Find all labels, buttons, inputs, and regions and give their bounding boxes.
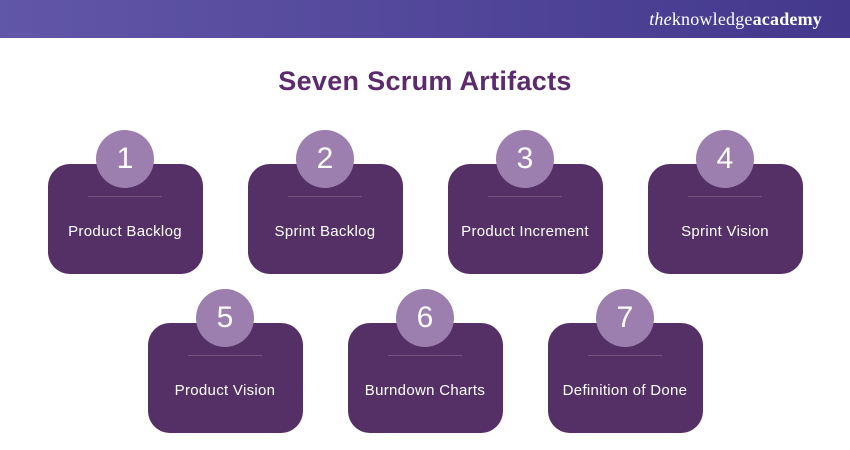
brand-logo: theknowledgeacademy <box>649 9 822 30</box>
artifact-label: Product Increment <box>461 222 589 240</box>
artifact-card-definition-of-done: 7 Definition of Done <box>547 289 703 433</box>
number-badge: 2 <box>296 130 354 188</box>
card-divider <box>588 355 662 356</box>
number-badge: 3 <box>496 130 554 188</box>
page-title: Seven Scrum Artifacts <box>278 66 572 96</box>
number-badge: 7 <box>596 289 654 347</box>
header-bar: theknowledgeacademy <box>0 0 850 38</box>
artifact-label: Definition of Done <box>562 381 688 399</box>
brand-logo-the: the <box>649 8 672 29</box>
brand-logo-academy: academy <box>752 8 822 29</box>
artifact-card-sprint-vision: 4 Sprint Vision <box>647 130 803 274</box>
artifact-label: Sprint Backlog <box>274 222 376 240</box>
artifact-label: Sprint Vision <box>681 222 769 240</box>
artifact-label: Product Vision <box>174 381 276 399</box>
card-divider <box>88 196 162 197</box>
card-divider <box>388 355 462 356</box>
artifact-label: Burndown Charts <box>364 381 486 399</box>
card-divider <box>688 196 762 197</box>
artifact-card-burndown-charts: 6 Burndown Charts <box>347 289 503 433</box>
artifacts-row-top: 1 Product Backlog 2 Sprint Backlog 3 Pro… <box>0 130 850 274</box>
artifacts-row-bottom: 5 Product Vision 6 Burndown Charts 7 Def… <box>0 289 850 433</box>
brand-logo-knowledge: knowledge <box>671 8 753 29</box>
number-badge: 1 <box>96 130 154 188</box>
card-divider <box>488 196 562 197</box>
artifact-card-product-increment: 3 Product Increment <box>447 130 603 274</box>
number-badge: 4 <box>696 130 754 188</box>
number-badge: 6 <box>396 289 454 347</box>
card-divider <box>288 196 362 197</box>
number-badge: 5 <box>196 289 254 347</box>
artifact-card-product-vision: 5 Product Vision <box>147 289 303 433</box>
card-divider <box>188 355 262 356</box>
artifact-card-product-backlog: 1 Product Backlog <box>47 130 203 274</box>
artifact-label: Product Backlog <box>68 222 182 240</box>
artifact-card-sprint-backlog: 2 Sprint Backlog <box>247 130 403 274</box>
